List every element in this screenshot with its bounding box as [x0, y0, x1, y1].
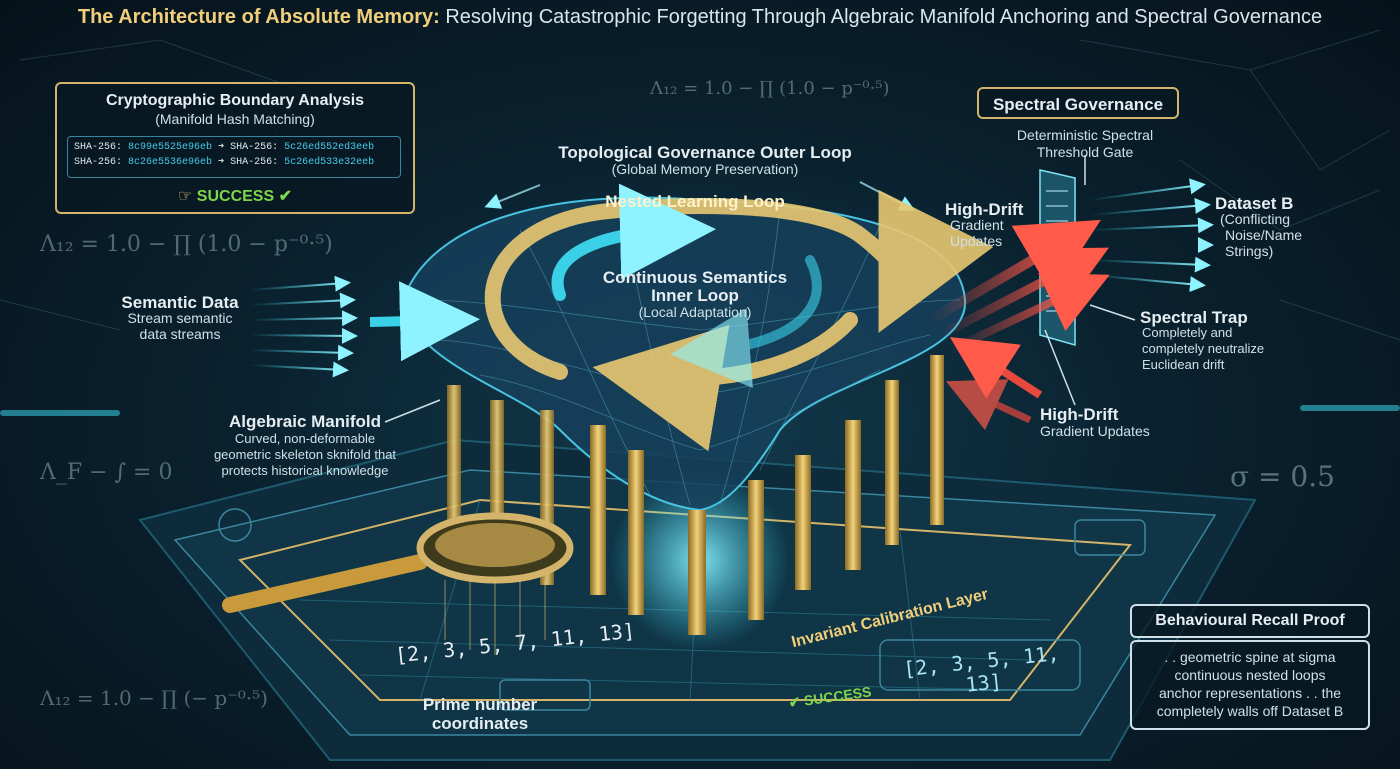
- check-icon: ✔: [787, 693, 802, 711]
- math-left-low: Λ_F − ∫ = 0: [40, 460, 173, 485]
- semantic-data-title: Semantic Data: [121, 293, 239, 312]
- manifold-line2: geometric skeleton sknifold that: [213, 447, 397, 462]
- math-top: Λ₁₂ = 1.0 − ∏ (1.0 − p⁻⁰·⁵): [650, 78, 890, 99]
- recall-line3: anchor representations . . the: [1158, 685, 1342, 701]
- title-sub: Resolving Catastrophic Forgetting Throug…: [445, 6, 1323, 28]
- nested-loop-title: Nested Learning Loop: [605, 192, 785, 211]
- semantic-data-line1: Stream semantic: [127, 310, 233, 326]
- recall-line2: continuous nested loops: [1174, 667, 1326, 683]
- semantic-data-line2: data streams: [139, 326, 221, 342]
- math-bottom: Λ₁₂ = 1.0 − ∏ (− p⁻⁰·⁵): [40, 686, 268, 710]
- inner-loop-ring: [551, 183, 822, 388]
- spectral-gate-line2: Threshold Gate: [1036, 144, 1134, 160]
- prime-title-1: Prime number: [422, 695, 538, 714]
- magnifying-glass: [222, 512, 574, 655]
- inner-loop-title-2: Inner Loop: [651, 286, 739, 305]
- prime-title-2: coordinates: [431, 714, 529, 733]
- check-icon: ✔: [278, 188, 292, 205]
- spectral-governance-title: Spectral Governance: [992, 95, 1164, 114]
- dataset-b-line1: (Conflicting: [1220, 211, 1291, 227]
- recall-line4: completely walls off Dataset B: [1156, 703, 1344, 719]
- hash-row: SHA-256: 8c26e5536e96eb ➜ SHA-256: 5c26e…: [74, 157, 375, 168]
- pointer-lines: [384, 155, 1136, 423]
- dataset-b-line2: Noise/Name: [1225, 227, 1303, 243]
- recall-line1: . . geometric spine at sigma: [1164, 649, 1336, 665]
- page-title: The Architecture of Absolute Memory: Res…: [0, 6, 1400, 29]
- inner-loop-subtitle: (Local Adaptation): [638, 304, 752, 320]
- recall-title-box: Behavioural Recall Proof: [1130, 604, 1370, 638]
- spectral-trap-line3: Euclidean drift: [1142, 357, 1225, 372]
- pointing-hand-icon: ☞: [177, 188, 193, 205]
- high-drift-bottom-title: High-Drift: [1040, 405, 1119, 424]
- math-left-mid: Λ₁₂ = 1.0 − ∏ (1.0 − p⁻⁰·⁵): [40, 232, 333, 257]
- dataset-b-title: Dataset B: [1215, 194, 1294, 213]
- outer-loop-subtitle: (Global Memory Preservation): [611, 161, 799, 177]
- recall-title: Behavioural Recall Proof: [1155, 612, 1345, 629]
- manifold-line1: Curved, non-deformable: [234, 431, 376, 446]
- crypto-subtitle: (Manifold Hash Matching): [155, 111, 315, 127]
- horizon-glow: [0, 405, 1400, 416]
- manifold-title: Algebraic Manifold: [228, 412, 382, 431]
- manifold-line3: protects historical knowledge: [221, 463, 389, 478]
- high-drift-top-title: High-Drift: [945, 200, 1024, 219]
- hash-row: SHA-256: 8c99e5525e96eb ➜ SHA-256: 5c26e…: [74, 142, 375, 153]
- crypto-status: ☞ SUCCESS ✔: [177, 188, 292, 205]
- spectral-gate-line1: Deterministic Spectral: [1016, 127, 1154, 143]
- spectral-trap-line1: Completely and: [1142, 325, 1233, 340]
- platform-panels: [218, 508, 1146, 711]
- dataset-b-line3: Strings): [1225, 243, 1274, 259]
- hash-table: SHA-256: 8c99e5525e96eb ➜ SHA-256: 5c26e…: [67, 136, 401, 178]
- high-drift-top-line2: Updates: [950, 233, 1003, 249]
- dataset-b-streams: [1089, 178, 1214, 293]
- crypto-box: Cryptographic Boundary Analysis (Manifol…: [55, 82, 415, 214]
- high-drift-arrows: [927, 219, 1110, 431]
- math-sigma: σ = 0.5: [1230, 460, 1335, 493]
- crypto-title: Cryptographic Boundary Analysis: [105, 92, 365, 109]
- spectral-governance-box: Spectral Governance: [977, 87, 1179, 119]
- spectral-trap-title: Spectral Trap: [1140, 308, 1248, 327]
- high-drift-bottom-line1: Gradient Updates: [1040, 423, 1150, 439]
- title-main: The Architecture of Absolute Memory:: [77, 6, 440, 28]
- outer-loop-title: Topological Governance Outer Loop: [558, 143, 852, 162]
- inner-loop-title-1: Continuous Semantics: [602, 268, 788, 287]
- semantic-data-streams: [249, 275, 480, 378]
- high-drift-top-line1: Gradient: [950, 217, 1004, 233]
- recall-body-box: . . geometric spine at sigma continuous …: [1130, 640, 1370, 730]
- spectral-trap-line2: completely neutralize: [1142, 341, 1265, 356]
